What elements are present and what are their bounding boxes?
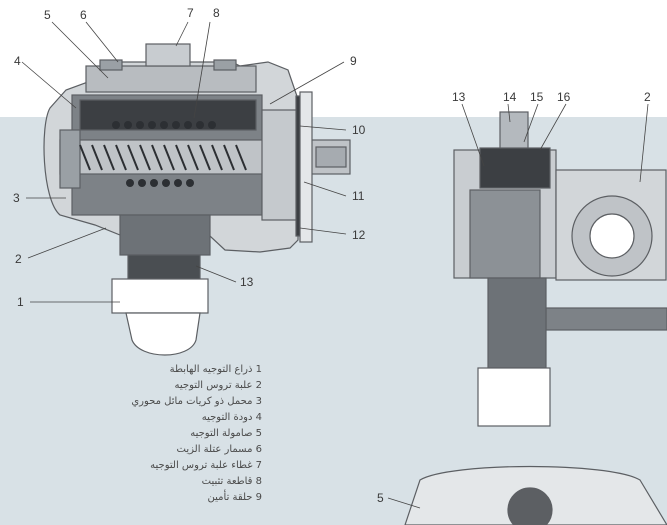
- leader-lines-right: [387, 103, 649, 509]
- callout-11: 11: [352, 189, 365, 203]
- lower-flange-bore: [507, 487, 553, 525]
- callout-10: 10: [352, 123, 366, 137]
- callout-right-15: 15: [530, 90, 544, 104]
- parts-legend: 1 ذراع التوجيه الهابطة 2 علبة تروس التوج…: [0, 0, 262, 525]
- output-shaft: [487, 277, 547, 369]
- tie-rod: [545, 307, 667, 331]
- leader-lines-left: [21, 21, 347, 303]
- left-gearbox-drawing: [43, 43, 351, 356]
- pitman-arm-end: [125, 312, 201, 356]
- callout-3: 3: [13, 191, 20, 205]
- legend-item-5: 5 صامولة التوجيه: [190, 428, 262, 439]
- callout-right-2: 2: [644, 90, 651, 104]
- legend-item-7: 7 غطاء علبة تروس التوجيه: [150, 460, 262, 471]
- legend-item-6: 6 مسمار عتلة الزيت: [176, 444, 262, 455]
- recirculating-balls: [112, 121, 216, 187]
- legend-item-2: 2 علبة تروس التوجيه: [174, 380, 262, 391]
- cover-bolt-right: [213, 59, 237, 71]
- callout-right-16: 16: [557, 90, 571, 104]
- right-gearbox-drawing: [404, 111, 667, 525]
- callout-2: 2: [15, 252, 22, 266]
- cover-boss: [145, 43, 191, 67]
- callout-13: 13: [240, 275, 254, 289]
- steering-nut: [79, 99, 257, 131]
- worm-threads: [79, 144, 247, 171]
- callout-9: 9: [350, 54, 357, 68]
- legend-item-8: 8 قاطعة تثبيت: [201, 476, 262, 487]
- legend-item-4: 4 دودة التوجيه: [201, 412, 262, 423]
- callout-6: 6: [80, 8, 87, 22]
- callout-right-5: 5: [377, 491, 384, 505]
- cover-bolt-left: [99, 59, 123, 71]
- callout-right-14: 14: [503, 90, 517, 104]
- callout-right-13: 13: [452, 90, 466, 104]
- adjuster-screw: [499, 111, 529, 151]
- pitman-arm: [111, 278, 209, 314]
- sector-shaft: [469, 189, 541, 279]
- callout-12: 12: [352, 228, 366, 242]
- callout-8: 8: [213, 6, 220, 20]
- legend-item-1: 1 ذراع التوجيه الهابطة: [169, 364, 262, 375]
- sector-shaft-nut: [127, 254, 201, 280]
- input-shaft-end: [315, 146, 347, 168]
- adjuster-nut: [479, 147, 551, 189]
- callout-5: 5: [44, 8, 51, 22]
- worm-gear-bore: [589, 213, 635, 259]
- frame-bracket: [299, 91, 313, 243]
- legend-item-3: 3 محمل ذو كريات مائل محوري: [131, 396, 262, 407]
- sector-shaft-housing: [119, 214, 211, 256]
- legend-item-9: 9 حلقة تأمين: [207, 492, 262, 503]
- end-cap: [59, 129, 81, 189]
- callout-1: 1: [17, 295, 24, 309]
- callout-4: 4: [14, 54, 21, 68]
- callout-7: 7: [187, 6, 194, 20]
- output-spline: [477, 367, 551, 427]
